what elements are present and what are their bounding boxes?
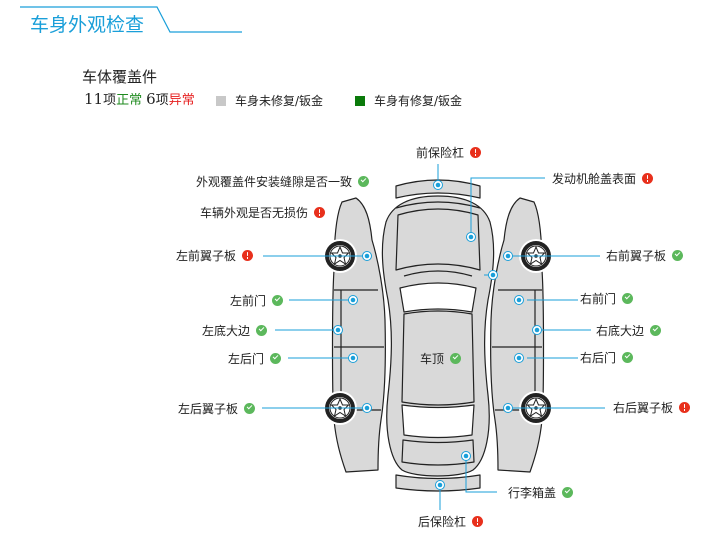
label-text: 右后翼子板	[613, 400, 674, 415]
hotspot-right-rear-door[interactable]	[514, 353, 524, 363]
hotspot-left-rear-fender[interactable]	[362, 403, 372, 413]
label-hood[interactable]: 发动机舱盖表面	[552, 170, 654, 186]
label-left-rear-fender[interactable]: 左后翼子板	[178, 400, 256, 416]
hotspot-right-front-door[interactable]	[514, 295, 524, 305]
label-text: 左前门	[230, 293, 267, 308]
header-underline	[20, 6, 242, 33]
label-no-damage[interactable]: 车辆外观是否无损伤	[200, 204, 326, 220]
normal-count: 11	[84, 90, 104, 108]
label-left-rear-door[interactable]: 左后门	[228, 350, 282, 366]
legend-repaired: 车身有修复/钣金	[355, 92, 462, 109]
hotspots	[333, 180, 542, 490]
label-text: 右前门	[580, 291, 617, 306]
hotspot-right-rear-fender[interactable]	[503, 403, 513, 413]
normal-label: 正常	[116, 93, 143, 108]
label-front-bumper[interactable]: 前保险杠	[416, 144, 482, 160]
legend-swatch-green	[355, 95, 365, 106]
abnormal-label: 异常	[168, 93, 195, 108]
label-left-front-door[interactable]: 左前门	[230, 292, 284, 308]
abnormal-count: 6	[146, 90, 156, 108]
label-text: 右底大边	[596, 323, 645, 338]
check-icon	[622, 351, 634, 363]
hood-shape	[395, 208, 481, 271]
hotspot-left-sill[interactable]	[333, 325, 343, 335]
label-text: 行李箱盖	[508, 485, 557, 500]
label-text: 后保险杠	[418, 514, 467, 529]
legend-swatch-gray	[216, 95, 226, 106]
check-icon	[650, 324, 662, 336]
label-text: 外观覆盖件安装缝隙是否一致	[196, 174, 353, 189]
label-right-sill[interactable]: 右底大边	[596, 322, 662, 338]
label-text: 发动机舱盖表面	[552, 171, 637, 186]
label-text: 左前翼子板	[176, 248, 237, 263]
hotspot-front-bumper[interactable]	[433, 180, 443, 190]
label-rear-bumper[interactable]: 后保险杠	[418, 513, 484, 529]
check-icon	[358, 175, 370, 187]
label-right-front-door[interactable]: 右前门	[580, 290, 634, 306]
check-icon	[272, 294, 284, 306]
trunk-shape	[401, 439, 475, 466]
check-icon	[244, 402, 256, 414]
label-text: 右后门	[580, 350, 617, 365]
label-text: 左底大边	[202, 323, 251, 338]
hotspot-no-damage[interactable]	[488, 270, 498, 280]
label-left-front-fender[interactable]: 左前翼子板	[176, 247, 254, 263]
warning-icon	[472, 515, 484, 527]
label-roof[interactable]: 车顶	[420, 350, 462, 366]
label-right-front-fender[interactable]: 右前翼子板	[606, 247, 684, 263]
check-icon	[450, 352, 462, 364]
summary: 11 项 正常 6 项 异常	[84, 89, 195, 108]
legend-unrepaired: 车身未修复/钣金	[216, 92, 323, 109]
warning-icon	[679, 401, 691, 413]
hotspot-left-rear-door[interactable]	[348, 353, 358, 363]
roof-shape	[401, 310, 475, 406]
label-text: 车顶	[420, 351, 445, 366]
check-icon	[672, 249, 684, 261]
warning-icon	[470, 146, 482, 158]
warning-icon	[314, 206, 326, 218]
check-icon	[256, 324, 268, 336]
label-text: 车辆外观是否无损伤	[200, 205, 309, 220]
hotspot-rear-bumper[interactable]	[435, 480, 445, 490]
check-icon	[562, 486, 574, 498]
section-title: 车体覆盖件	[82, 68, 158, 86]
label-right-rear-door[interactable]: 右后门	[580, 349, 634, 365]
label-right-rear-fender[interactable]: 右后翼子板	[613, 399, 691, 415]
label-text: 左后门	[228, 351, 265, 366]
warning-icon	[242, 249, 254, 261]
page-title: 车身外观检查	[30, 14, 145, 36]
legend-label: 车身有修复/钣金	[374, 94, 463, 108]
section-header: 车身外观检查	[20, 6, 242, 36]
warning-icon	[642, 172, 654, 184]
label-gap-consistency[interactable]: 外观覆盖件安装缝隙是否一致	[196, 173, 370, 189]
hotspot-trunk-lid[interactable]	[461, 451, 471, 461]
hotspot-left-front-fender[interactable]	[362, 251, 372, 261]
label-text: 右前翼子板	[606, 248, 667, 263]
hotspot-left-front-door[interactable]	[348, 295, 358, 305]
hotspot-right-sill[interactable]	[532, 325, 542, 335]
normal-unit: 项	[103, 93, 117, 108]
label-trunk-lid[interactable]: 行李箱盖	[508, 484, 574, 500]
abnormal-unit: 项	[155, 93, 169, 108]
check-icon	[270, 352, 282, 364]
hotspot-hood[interactable]	[466, 232, 476, 242]
label-text: 左后翼子板	[178, 401, 239, 416]
check-icon	[622, 292, 634, 304]
legend-label: 车身未修复/钣金	[235, 94, 324, 108]
label-left-sill[interactable]: 左底大边	[202, 322, 268, 338]
hotspot-right-front-fender[interactable]	[503, 251, 513, 261]
label-text: 前保险杠	[416, 145, 465, 160]
